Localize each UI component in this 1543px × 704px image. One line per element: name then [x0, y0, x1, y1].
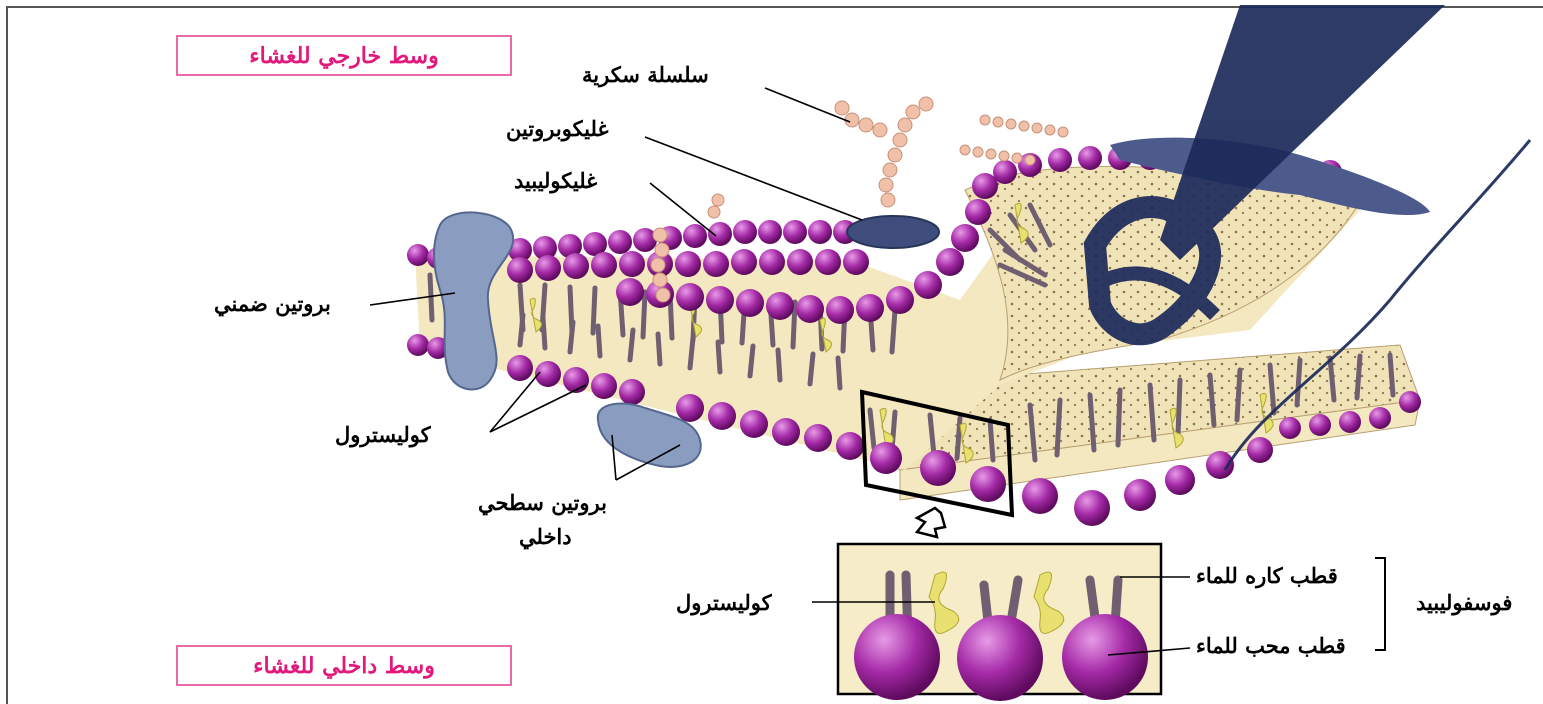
label-glycoprotein: غليكوبروتين	[506, 116, 608, 141]
label-peripheral-protein-1: بروتين سطحي	[478, 490, 607, 515]
label-hydrophilic-pole: قطب محب للماء	[1196, 633, 1346, 658]
label-phospholipid: فوسفوليبيد	[1416, 590, 1512, 615]
label-sugar-chain: سلسلة سكرية	[582, 62, 709, 87]
label-integral-protein: بروتين ضمني	[214, 291, 331, 316]
label-inset-cholesterol: كوليسترول	[676, 590, 772, 615]
glycoprotein	[847, 216, 939, 248]
inner-medium-box: وسط داخلي للغشاء	[176, 645, 512, 686]
label-glycolipid: غليكوليبيد	[514, 168, 597, 193]
label-cholesterol: كوليسترول	[335, 422, 431, 447]
zoom-arrow-icon	[917, 508, 945, 537]
inset-box	[838, 544, 1161, 701]
outer-medium-box: وسط خارجي للغشاء	[176, 35, 512, 76]
label-peripheral-protein-2: داخلي	[519, 524, 572, 549]
label-hydrophobic-pole: قطب كاره للماء	[1196, 563, 1338, 588]
